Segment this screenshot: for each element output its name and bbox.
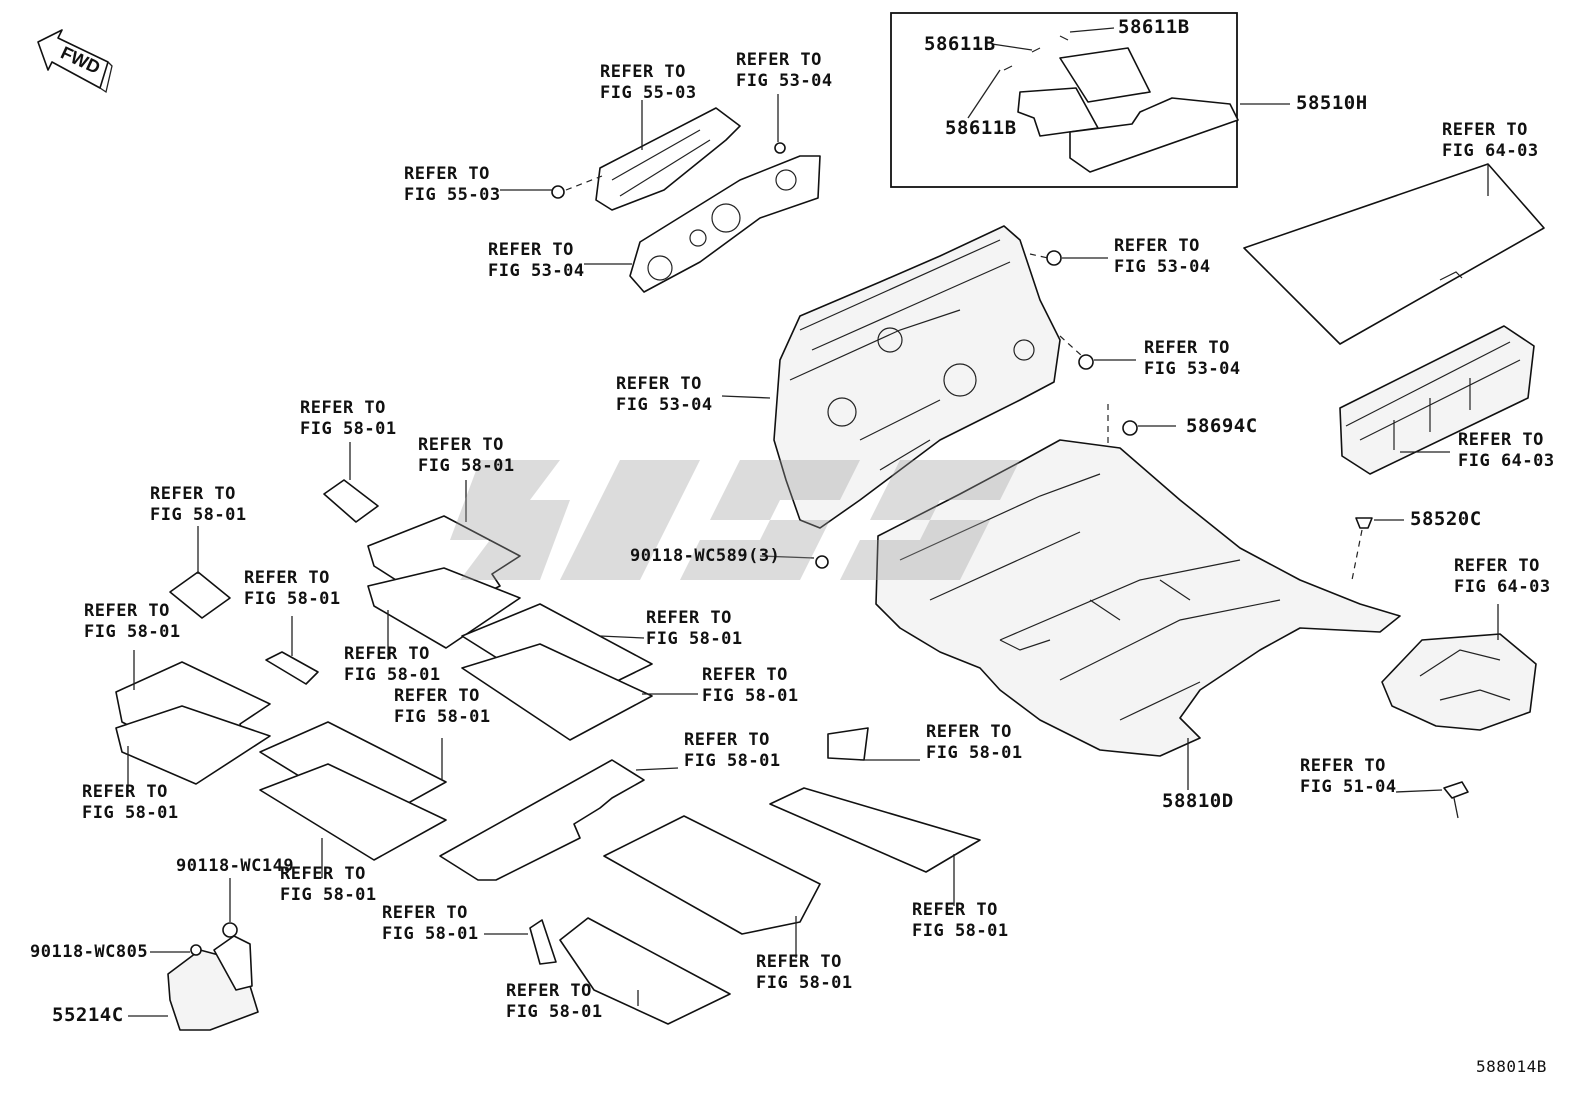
floor-silencer-pad-a bbox=[323, 479, 379, 523]
part-label-90118-WC589: 90118-WC589(3) bbox=[630, 546, 781, 566]
floor-silencer-sheets bbox=[439, 759, 981, 1025]
floor-carpet-assembly bbox=[875, 439, 1401, 757]
part-label-58611B-lower: 58611B bbox=[945, 117, 1017, 139]
part-label-58520C: 58520C bbox=[1410, 508, 1482, 530]
refer-label-fig-58-01-n: REFER TO FIG 58-01 bbox=[912, 900, 1009, 941]
refer-label-fig-58-01-h: REFER TO FIG 58-01 bbox=[702, 665, 799, 706]
refer-label-fig-51-04: REFER TO FIG 51-04 bbox=[1300, 756, 1397, 797]
floor-silencer-pad-d bbox=[827, 727, 869, 761]
refer-label-fig-58-01-a: REFER TO FIG 58-01 bbox=[300, 398, 397, 439]
refer-label-fig-58-01-e: REFER TO FIG 58-01 bbox=[84, 601, 181, 642]
refer-label-fig-64-03-spare: REFER TO FIG 64-03 bbox=[1454, 556, 1551, 597]
refer-label-fig-53-04-mid: REFER TO FIG 53-04 bbox=[616, 374, 713, 415]
refer-label-fig-58-01-i: REFER TO FIG 58-01 bbox=[394, 686, 491, 727]
floor-silencer-pad-b bbox=[169, 571, 231, 619]
refer-label-fig-58-01-l: REFER TO FIG 58-01 bbox=[82, 782, 179, 823]
refer-label-fig-58-01-c: REFER TO FIG 58-01 bbox=[150, 484, 247, 525]
refer-label-fig-53-04-right-b: REFER TO FIG 53-04 bbox=[1144, 338, 1241, 379]
rear-floor-mats-left bbox=[259, 721, 447, 861]
floor-silencer-pad-c bbox=[265, 651, 319, 685]
watermark-logo bbox=[450, 460, 1020, 580]
refer-label-fig-58-01-p: REFER TO FIG 58-01 bbox=[756, 952, 853, 993]
refer-label-fig-58-01-o: REFER TO FIG 58-01 bbox=[382, 903, 479, 944]
part-label-90118-WC149: 90118-WC149 bbox=[176, 856, 295, 876]
heater-rear-duct bbox=[167, 935, 259, 1031]
part-label-58694C: 58694C bbox=[1186, 415, 1258, 437]
part-label-58510H: 58510H bbox=[1296, 92, 1368, 114]
refer-label-fig-58-01-g: REFER TO FIG 58-01 bbox=[344, 644, 441, 685]
refer-label-fig-58-01-f: REFER TO FIG 58-01 bbox=[646, 608, 743, 649]
part-label-58611B-left: 58611B bbox=[924, 33, 996, 55]
luggage-compartment-mat bbox=[1243, 163, 1545, 345]
refer-label-fig-58-01-m: REFER TO FIG 58-01 bbox=[280, 864, 377, 905]
refer-label-fig-58-01-b: REFER TO FIG 58-01 bbox=[418, 435, 515, 476]
dash-insulator-upper bbox=[595, 107, 821, 293]
spare-tire-tray bbox=[1381, 633, 1537, 731]
refer-label-fig-53-04-left: REFER TO FIG 53-04 bbox=[488, 240, 585, 281]
part-label-55214C: 55214C bbox=[52, 1004, 124, 1026]
refer-label-fig-53-04-right-a: REFER TO FIG 53-04 bbox=[1114, 236, 1211, 277]
floor-mat-set bbox=[1003, 35, 1239, 173]
refer-label-fig-55-03-top: REFER TO FIG 55-03 bbox=[600, 62, 697, 103]
trunk-storage-tray bbox=[1339, 325, 1535, 475]
front-floor-mats-center bbox=[367, 515, 521, 649]
refer-label-fig-64-03-top-right: REFER TO FIG 64-03 bbox=[1442, 120, 1539, 161]
refer-label-fig-58-01-q: REFER TO FIG 58-01 bbox=[506, 981, 603, 1022]
floor-mat-group-box bbox=[890, 12, 1238, 188]
fwd-arrow-icon bbox=[37, 29, 113, 94]
figure-code: 588014B bbox=[1476, 1057, 1547, 1076]
refer-label-fig-58-01-k: REFER TO FIG 58-01 bbox=[926, 722, 1023, 763]
refer-label-fig-58-01-d: REFER TO FIG 58-01 bbox=[244, 568, 341, 609]
refer-label-fig-53-04-top: REFER TO FIG 53-04 bbox=[736, 50, 833, 91]
refer-label-fig-58-01-j: REFER TO FIG 58-01 bbox=[684, 730, 781, 771]
front-floor-mats-left bbox=[115, 661, 271, 785]
refer-label-fig-64-03-tray: REFER TO FIG 64-03 bbox=[1458, 430, 1555, 471]
refer-label-fig-55-03-left: REFER TO FIG 55-03 bbox=[404, 164, 501, 205]
dash-panel-insulator bbox=[773, 225, 1061, 529]
part-label-58611B-top: 58611B bbox=[1118, 16, 1190, 38]
part-label-90118-WC805: 90118-WC805 bbox=[30, 942, 149, 962]
part-label-58810D: 58810D bbox=[1162, 790, 1234, 812]
rear-floor-mats-center bbox=[461, 603, 653, 741]
floor-silencer-pad-e bbox=[529, 919, 557, 965]
